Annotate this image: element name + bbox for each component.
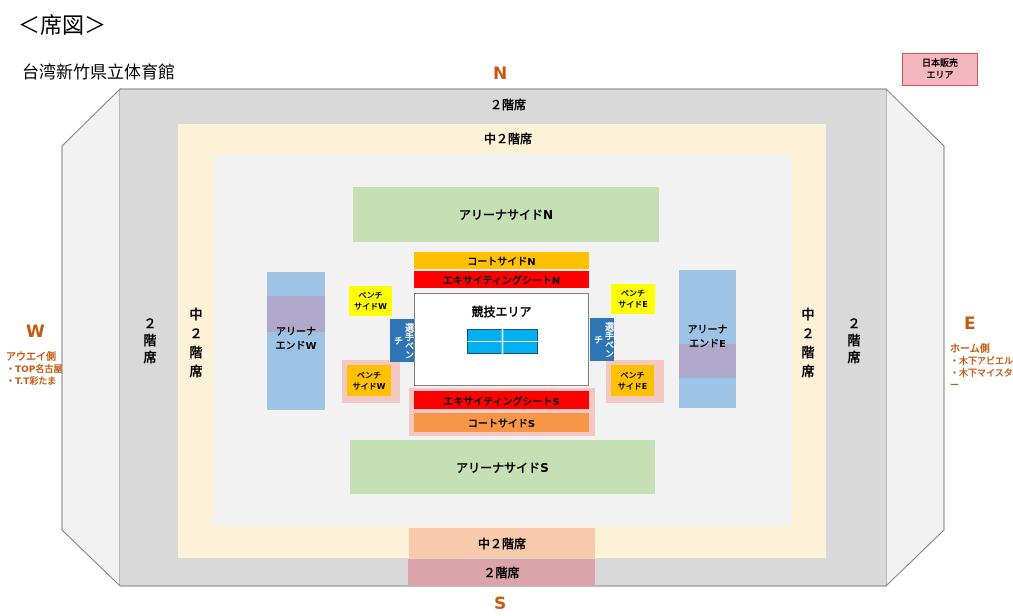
outer-wing-west	[61, 87, 121, 588]
compass-north: N	[493, 64, 508, 84]
away-team: ・TOP名古屋	[6, 365, 63, 375]
second-floor-west-label: ２ 階 席	[143, 317, 157, 366]
arena-end-east-label: アリーナ エンドE	[687, 325, 728, 350]
exciting-seat-south: エキサイティングシートS	[414, 391, 589, 409]
court-side-north: コートサイドN	[414, 252, 589, 269]
mid-second-floor-south-label: 中２階席	[477, 536, 526, 551]
arena-side-north: アリーナサイドN	[353, 187, 659, 242]
mid-second-floor-west-label: 中 ２ 階 席	[189, 308, 203, 380]
bench-side-west-upper: ベンチサイドW	[349, 286, 392, 316]
away-team: ・T.T彩たま	[6, 377, 57, 387]
compass-south: S	[494, 594, 507, 614]
arena-end-east	[679, 270, 736, 408]
home-side-label: ホーム側	[950, 344, 990, 355]
home-team: ・木下アビエル	[950, 357, 1013, 367]
bench-side-west-lower: ベンチサイドW	[347, 365, 391, 396]
bench-side-east-lower: ベンチサイドE	[611, 365, 654, 396]
arena-side-south-label: アリーナサイドS	[456, 460, 549, 475]
compass-east: E	[964, 314, 976, 334]
arena-end-east-band	[679, 344, 736, 378]
away-side-info: アウエイ側 ・TOP名古屋 ・T.T彩たま	[6, 352, 62, 388]
arena-end-west	[267, 272, 325, 410]
competition-area-label: 競技エリア	[471, 305, 532, 319]
mid-second-floor-north-label: 中２階席	[483, 132, 532, 146]
mid-second-floor-east-label: 中 ２ 階 席	[801, 308, 815, 380]
second-floor-south-section: ２階席	[408, 559, 595, 586]
venue-name: 台湾新竹県立体育館	[22, 63, 175, 83]
arena-end-west-label: アリーナ エンドW	[275, 327, 317, 352]
player-bench-east: 選手ベンチ	[590, 318, 614, 361]
player-bench-west: 選手ベンチ	[390, 319, 414, 362]
outer-wing-east	[885, 87, 945, 588]
japan-sales-line1: 日本販売	[921, 58, 958, 69]
arena-end-west-band	[267, 296, 325, 332]
bench-side-east-upper: ベンチサイドE	[611, 284, 655, 314]
japan-sales-area: 日本販売 エリア	[902, 53, 978, 86]
second-floor-north-label: ２階席	[489, 98, 526, 112]
court-side-south: コートサイドS	[414, 413, 589, 432]
compass-west: W	[26, 322, 45, 342]
japan-sales-line2: エリア	[926, 70, 954, 81]
home-team: ・木下マイスター	[950, 369, 1013, 391]
exciting-seat-north: エキサイティングシートN	[414, 271, 589, 288]
mid-second-floor-south-section: 中２階席	[409, 528, 595, 558]
second-floor-east-label: ２ 階 席	[847, 317, 861, 366]
arena-side-south: アリーナサイドS	[350, 440, 655, 494]
page-title: ＜席図＞	[18, 14, 107, 39]
away-side-label: アウエイ側	[6, 352, 56, 363]
home-side-info: ホーム側 ・木下アビエル ・木下マイスター	[950, 344, 1013, 392]
table-tennis-table-icon	[467, 329, 538, 354]
arena-side-north-label: アリーナサイドN	[458, 208, 554, 222]
second-floor-south-label: ２階席	[483, 566, 520, 580]
